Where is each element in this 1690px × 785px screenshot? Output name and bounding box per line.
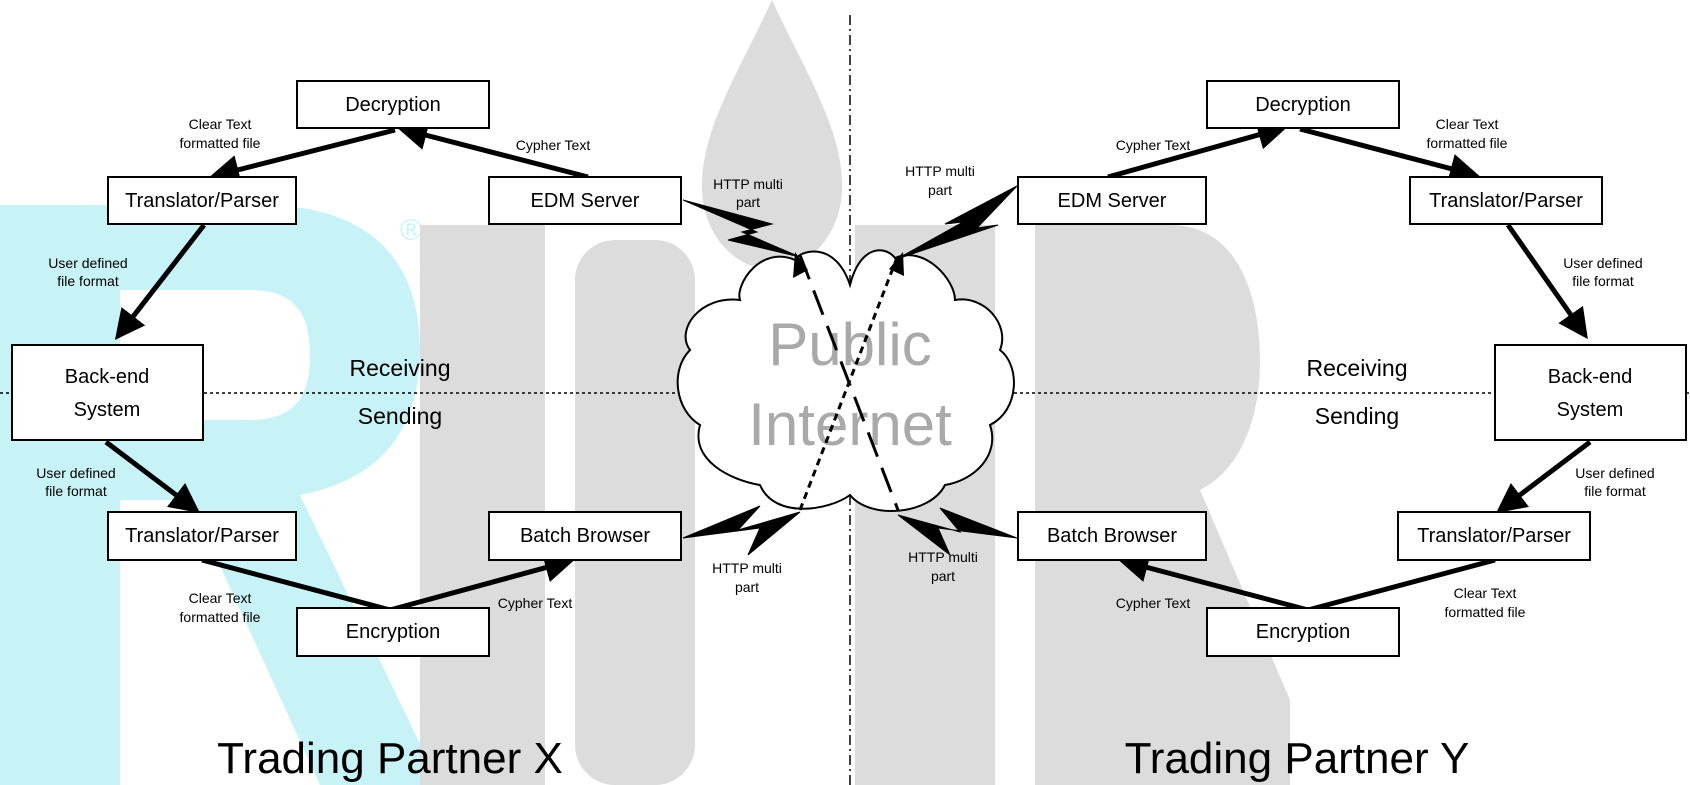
x-label-clear-text-bottom-2: formatted file [180,609,261,625]
x-label-http-bottom-2: part [735,579,759,595]
y-sending-label: Sending [1315,403,1399,429]
box-y-translator-bottom: Translator/Parser [1397,511,1591,561]
partner-y-title: Trading Partner Y [1125,734,1470,783]
bolt-y-top-icon [896,185,1018,260]
watermark-registered-mark: ® [400,214,422,247]
svg-text:Translator/Parser: Translator/Parser [1417,525,1571,547]
box-y-backend: Back-end System [1494,344,1687,441]
arrow-x-edm-to-decryption [397,120,589,180]
box-y-translator-top: Translator/Parser [1409,176,1603,225]
box-y-edm-server: EDM Server [1017,176,1207,225]
svg-text:Back-end: Back-end [1548,366,1633,388]
y-label-user-defined-bottom-1: User defined [1575,465,1654,481]
svg-text:System: System [74,399,141,421]
box-x-translator-top: Translator/Parser [107,176,297,225]
y-label-clear-text-bottom-1: Clear Text [1454,585,1517,601]
arrowhead-x-server-in [793,252,808,278]
dot-x-browser-to-y-server [798,254,900,511]
arrow-y-translator-to-encryption [1307,557,1496,613]
svg-text:Batch Browser: Batch Browser [520,525,650,547]
box-x-encryption: Encryption [296,607,490,657]
box-y-encryption: Encryption [1206,607,1400,657]
watermark-bar-4 [1035,225,1170,785]
box-x-batch-browser: Batch Browser [488,511,682,561]
bolt-y-bottom-icon [897,507,1018,556]
svg-text:Encryption: Encryption [1256,621,1351,643]
x-label-http-top-1: HTTP multi [713,176,783,192]
box-x-translator-bottom: Translator/Parser [107,511,297,561]
svg-text:Back-end: Back-end [65,366,150,388]
x-label-user-defined-bottom-1: User defined [36,465,115,481]
y-label-cypher-text-top: Cypher Text [1116,137,1191,153]
x-label-clear-text-top-1: Clear Text [189,116,252,132]
arrow-y-backend-to-translator [1496,440,1592,514]
y-label-cypher-text-bottom: Cypher Text [1116,595,1191,611]
box-x-decryption: Decryption [296,80,490,129]
y-label-http-top-2: part [928,182,952,198]
x-label-cypher-text-bottom: Cypher Text [498,595,573,611]
svg-text:System: System [1557,399,1624,421]
arrow-x-backend-to-translator [104,440,200,514]
bolt-x-top-icon [682,199,801,258]
arrow-x-encryption-to-browser [389,553,575,613]
x-label-clear-text-top-2: formatted file [180,135,261,151]
x-receiving-label: Receiving [350,355,451,381]
svg-text:EDM Server: EDM Server [531,190,640,212]
y-label-clear-text-top-2: formatted file [1427,135,1508,151]
x-label-user-defined-bottom-2: file format [45,483,107,499]
svg-text:EDM Server: EDM Server [1058,190,1167,212]
x-sending-label: Sending [358,403,442,429]
svg-text:Translator/Parser: Translator/Parser [125,190,279,212]
arrow-x-translator-to-backend [114,223,206,340]
y-receiving-label: Receiving [1307,355,1408,381]
box-y-decryption: Decryption [1206,80,1400,129]
box-y-batch-browser: Batch Browser [1017,511,1207,561]
arrow-x-decryption-to-translator [209,127,396,185]
y-label-clear-text-bottom-2: formatted file [1445,604,1526,620]
arrow-x-translator-to-encryption [201,557,391,613]
y-label-user-defined-bottom-2: file format [1584,483,1646,499]
x-label-clear-text-bottom-1: Clear Text [189,590,252,606]
y-label-clear-text-top-1: Clear Text [1436,116,1499,132]
cloud-label-line1: Public [768,311,931,378]
y-label-user-defined-top-1: User defined [1563,255,1642,271]
arrow-y-edm-to-decryption [1107,120,1288,180]
watermark-bar-1 [420,225,545,785]
internet-cloud [676,249,1015,512]
svg-text:Translator/Parser: Translator/Parser [125,525,279,547]
arrow-y-decryption-to-translator [1299,126,1480,184]
x-label-http-top-2: part [736,194,760,210]
svg-text:Translator/Parser: Translator/Parser [1429,190,1583,212]
x-label-user-defined-top-2: file format [57,273,119,289]
y-label-http-bottom-2: part [931,568,955,584]
bolt-x-bottom-icon [682,505,801,556]
box-x-backend: Back-end System [11,344,204,441]
x-label-user-defined-top-1: User defined [48,255,127,271]
box-x-edm-server: EDM Server [488,176,682,225]
x-label-cypher-text-top: Cypher Text [516,137,591,153]
arrow-y-translator-to-backend [1505,223,1588,340]
x-label-http-bottom-1: HTTP multi [712,560,782,576]
cloud-label-line2: Internet [748,391,952,458]
y-label-http-bottom-1: HTTP multi [908,549,978,565]
watermark-flame [701,0,843,270]
svg-text:Encryption: Encryption [346,621,441,643]
watermark-curve [1170,225,1290,785]
svg-text:Decryption: Decryption [345,94,441,116]
svg-text:Decryption: Decryption [1255,94,1351,116]
y-label-http-top-1: HTTP multi [905,163,975,179]
partner-x-title: Trading Partner X [217,734,563,783]
y-label-user-defined-top-2: file format [1572,273,1634,289]
arrow-y-encryption-to-browser [1118,552,1309,613]
svg-text:Batch Browser: Batch Browser [1047,525,1177,547]
